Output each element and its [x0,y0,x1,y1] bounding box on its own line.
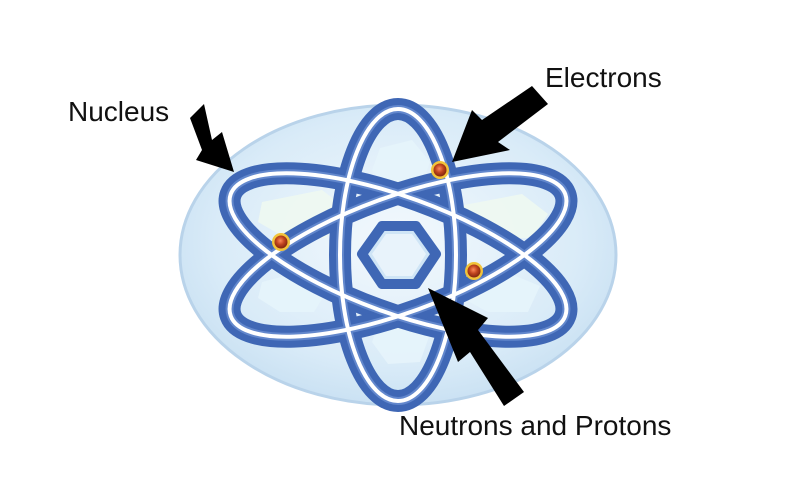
orbit-line-vertical [338,107,458,403]
neutrons-protons-arrow-icon [428,288,524,406]
nucleus-arrow-icon [190,104,234,172]
electrons-label: Electrons [545,62,662,93]
electrons [272,161,483,280]
electrons-arrow-icon [452,86,548,162]
nucleus-label: Nucleus [68,96,170,127]
electron-dot-icon [431,161,449,179]
orbit-line-tilt-left [227,171,569,339]
electron-dot-icon [272,233,290,251]
neutrons-protons-label: Neutrons and Protons [399,410,672,441]
orbit-line-tilt-right [227,171,569,339]
orbit-lines [227,107,569,403]
electron-dot-icon [465,262,483,280]
